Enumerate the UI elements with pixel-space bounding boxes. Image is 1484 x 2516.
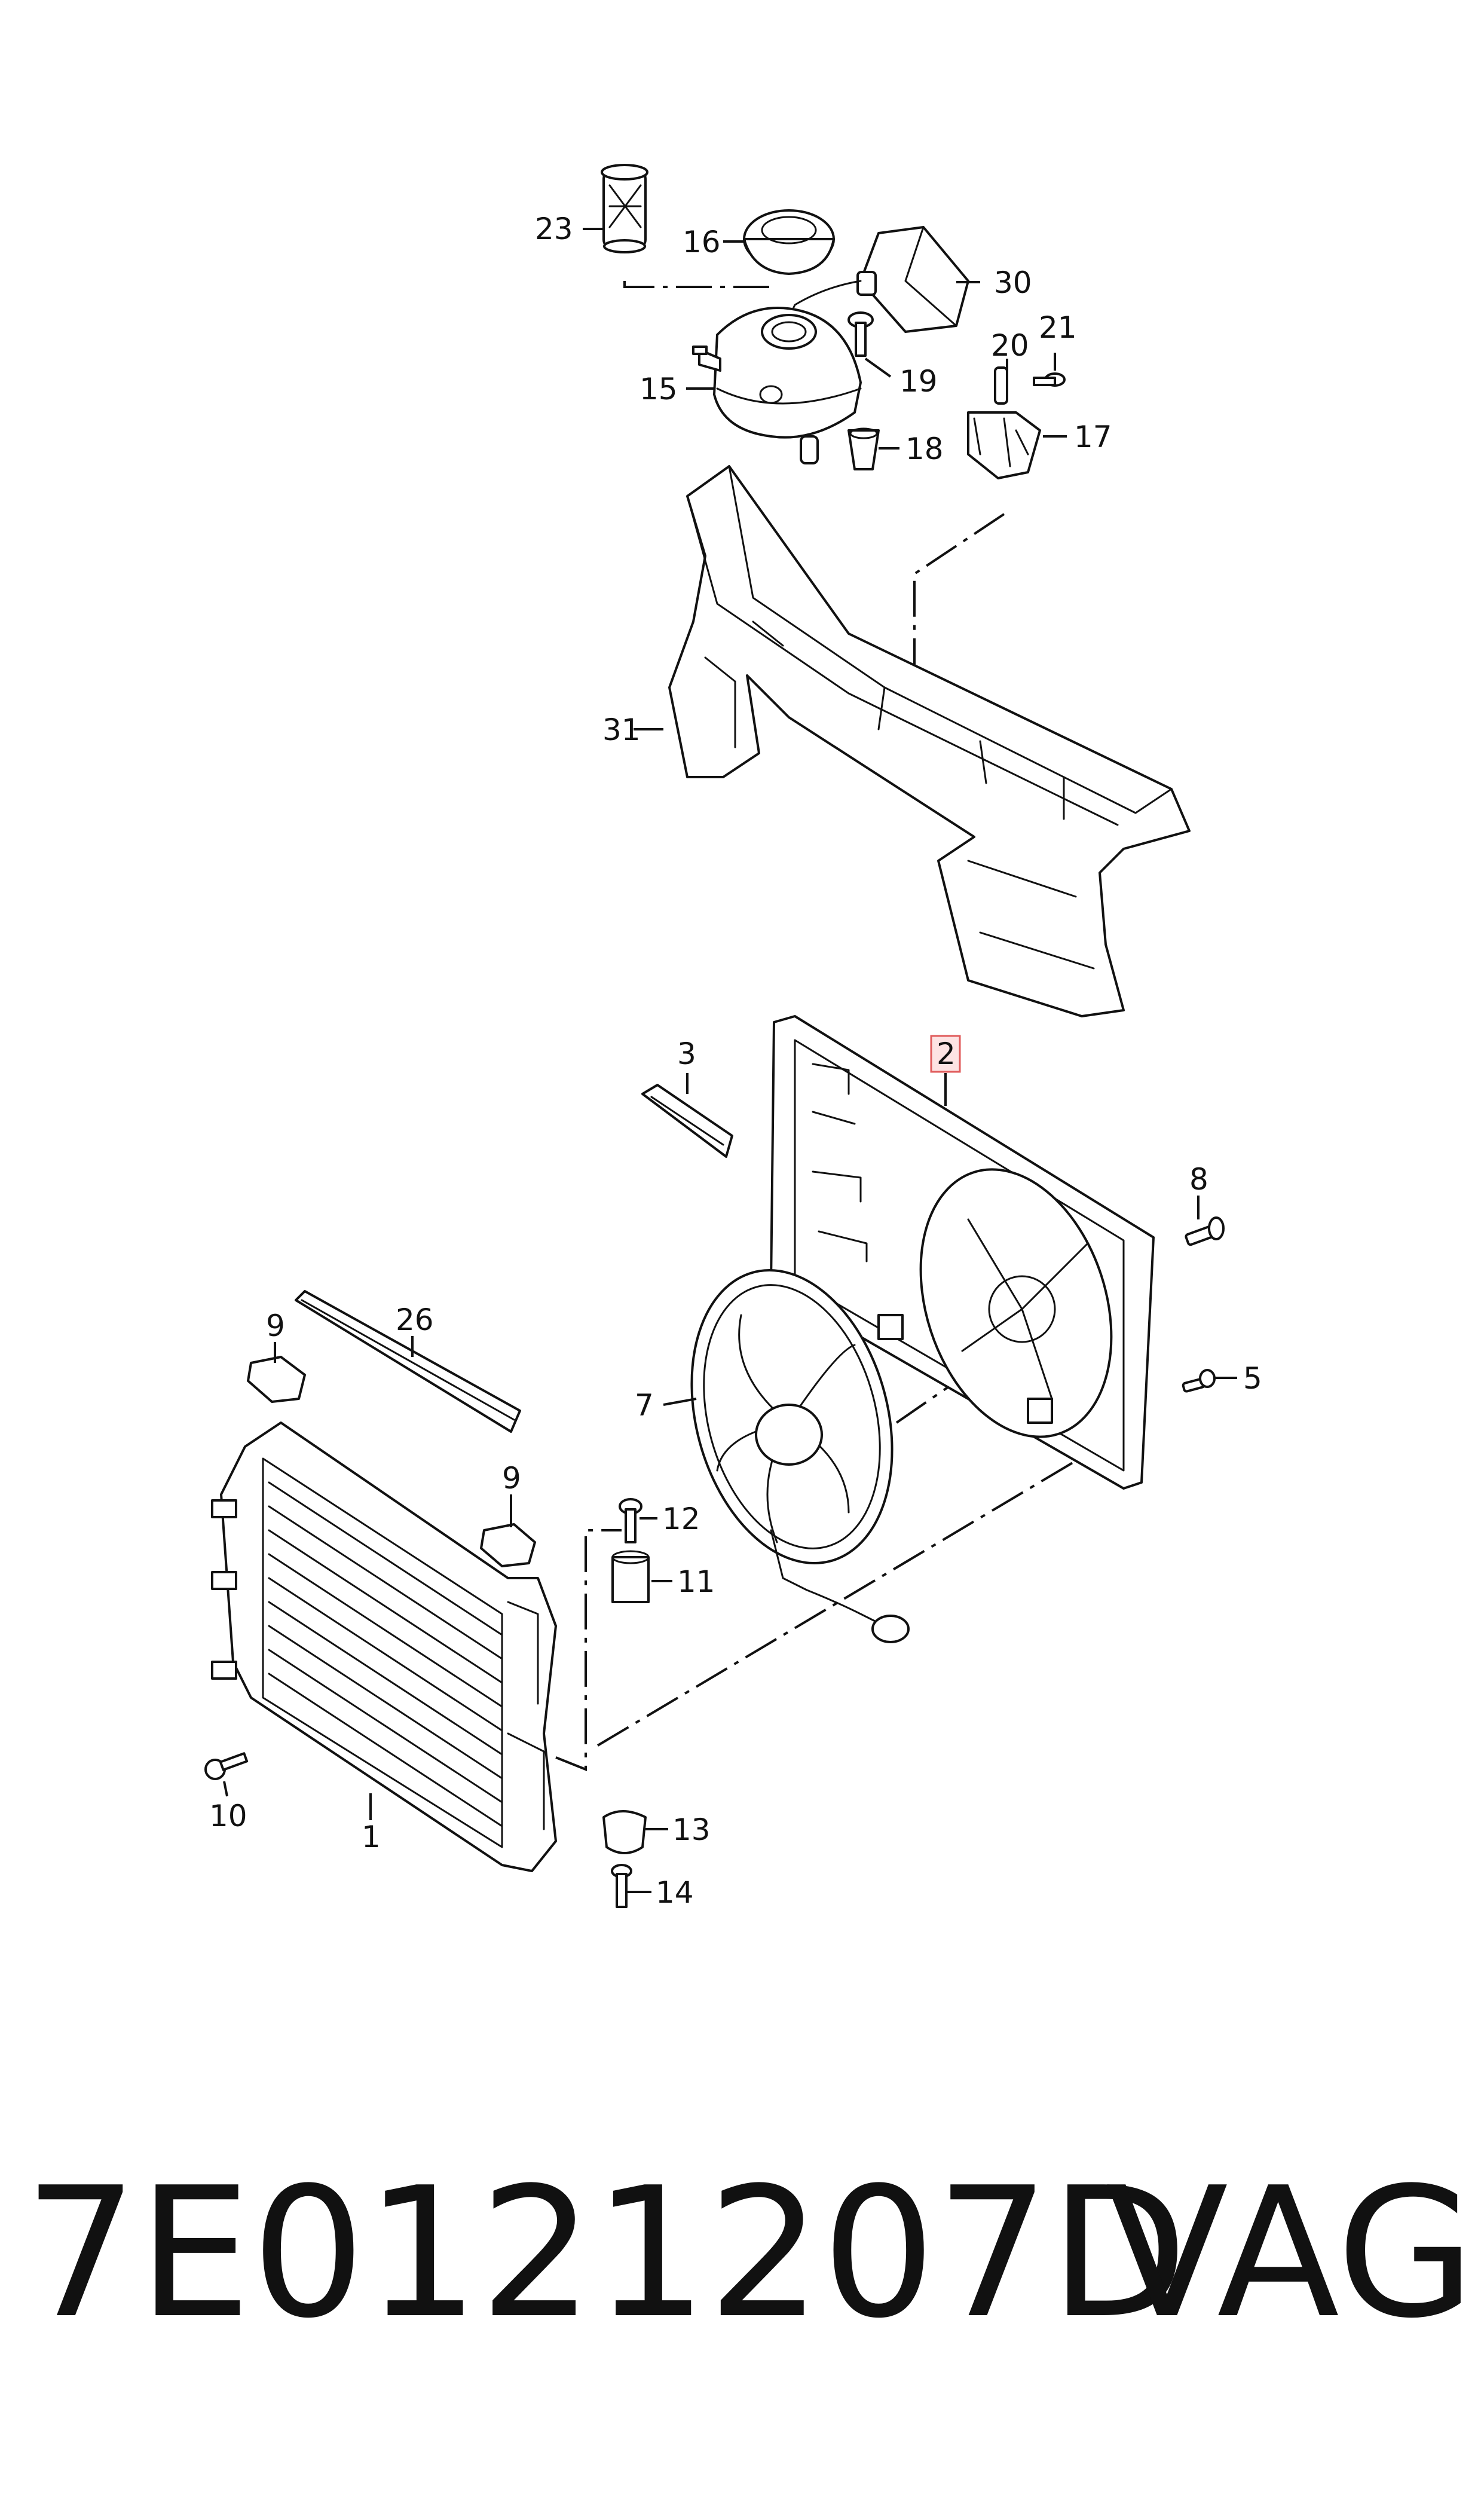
highlight-callout-2-box [930,1035,961,1073]
callout-17: 17 [1074,420,1112,454]
part-9-upper-bracket [247,1356,306,1403]
callout-7: 7 [635,1388,654,1423]
callout-26: 26 [396,1303,434,1337]
callout-30: 30 [994,265,1032,300]
part-23-strainer [601,164,648,253]
brand-text: VAG [1106,2149,1476,2358]
part-8-bolt [1185,1216,1225,1246]
callout-3: 3 [677,1037,696,1071]
part-15-expansion-tank [692,307,862,464]
callout-21: 21 [1039,310,1077,345]
callout-14: 14 [656,1875,694,1910]
part-19-bolt [847,311,874,357]
part-13-rubber-mount [602,1810,647,1854]
callout-16: 16 [683,225,721,259]
callout-8: 8 [1189,1162,1208,1197]
callout-10: 10 [209,1799,247,1833]
part-7-fan-motor [690,1268,910,1643]
callout-1: 1 [362,1820,381,1854]
callout-15: 15 [640,372,678,406]
callout-9-upper: 9 [266,1309,285,1343]
callout-5: 5 [1243,1361,1262,1396]
part-16-filler-cap [743,209,835,275]
callout-19: 19 [899,364,938,399]
callout-11: 11 [677,1564,715,1599]
callout-31: 31 [602,713,641,747]
part-11-rubber-mount [611,1550,650,1603]
part-17-bracket [967,411,1041,479]
callout-23: 23 [535,212,573,246]
callout-18: 18 [905,432,944,466]
part-12-bolt [619,1498,642,1543]
part-26-foam-strip [295,1290,521,1433]
part-14-bolt [611,1864,632,1908]
part-1-radiator [211,1421,557,1872]
callout-20: 20 [991,328,1029,363]
callout-12: 12 [662,1502,700,1536]
callout-2: 2 [937,1037,956,1071]
callout-13: 13 [672,1812,711,1847]
part-18-clip-nut [847,427,880,470]
part-21-bolt [1033,372,1066,387]
part-9-lower-bracket [480,1523,536,1567]
part-3-seal-strip [641,1084,733,1158]
part-2-fan-shroud [770,1015,1155,1490]
part-31-lock-carrier [668,465,1191,1017]
callout-labels: 23 16 30 15 19 18 17 20 21 31 3 2 8 5 7 … [209,212,1262,1910]
part-5-bolt [1182,1369,1216,1393]
callout-9-lower: 9 [502,1461,521,1496]
part-30-sensor-connector [790,226,969,333]
part-20-pin [994,366,1008,405]
part-10-bolt [204,1752,249,1780]
leader-lines [223,228,1237,1893]
part-number-text: 7E0121207D [24,2149,1188,2358]
